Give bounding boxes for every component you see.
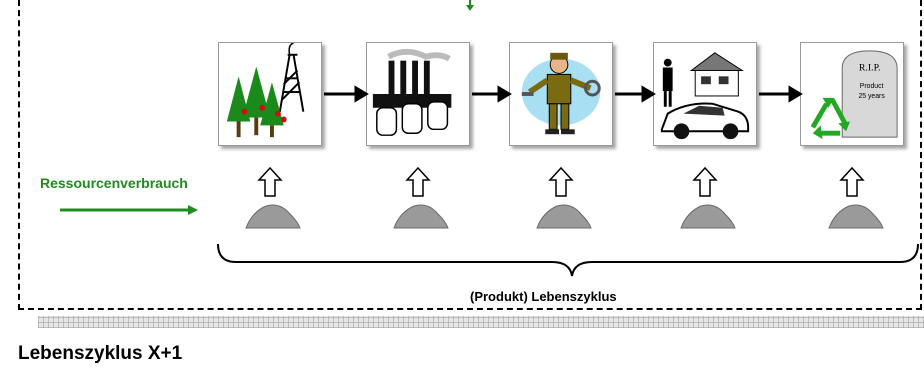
stage-production bbox=[366, 42, 470, 146]
mechanic-worker-icon bbox=[521, 52, 601, 135]
recycling-tombstone-icon: R.I.P. Product 25 years bbox=[810, 50, 898, 140]
stage-processing bbox=[509, 42, 613, 146]
shadow-strip bbox=[38, 316, 924, 328]
stage-end-of-life: R.I.P. Product 25 years bbox=[800, 42, 904, 146]
tombstone-line2: 25 years bbox=[858, 93, 885, 100]
next-lifecycle-title: Lebenszyklus X+1 bbox=[18, 343, 183, 364]
system-boundary-frame bbox=[18, 0, 922, 310]
inflow-marker bbox=[466, 0, 474, 11]
tombstone-heading: R.I.P. bbox=[859, 62, 881, 73]
resource-consumption-label: Ressourcenverbrauch bbox=[40, 175, 188, 191]
stage-usage bbox=[653, 42, 757, 146]
house-car-usage-icon bbox=[660, 52, 750, 140]
raw-material-extraction-icon bbox=[226, 43, 305, 138]
stage-extraction bbox=[218, 42, 322, 146]
tombstone-line1: Product bbox=[860, 83, 884, 90]
factory-icon bbox=[372, 48, 452, 136]
lifecycle-caption: (Produkt) Lebenszyklus bbox=[470, 289, 617, 304]
